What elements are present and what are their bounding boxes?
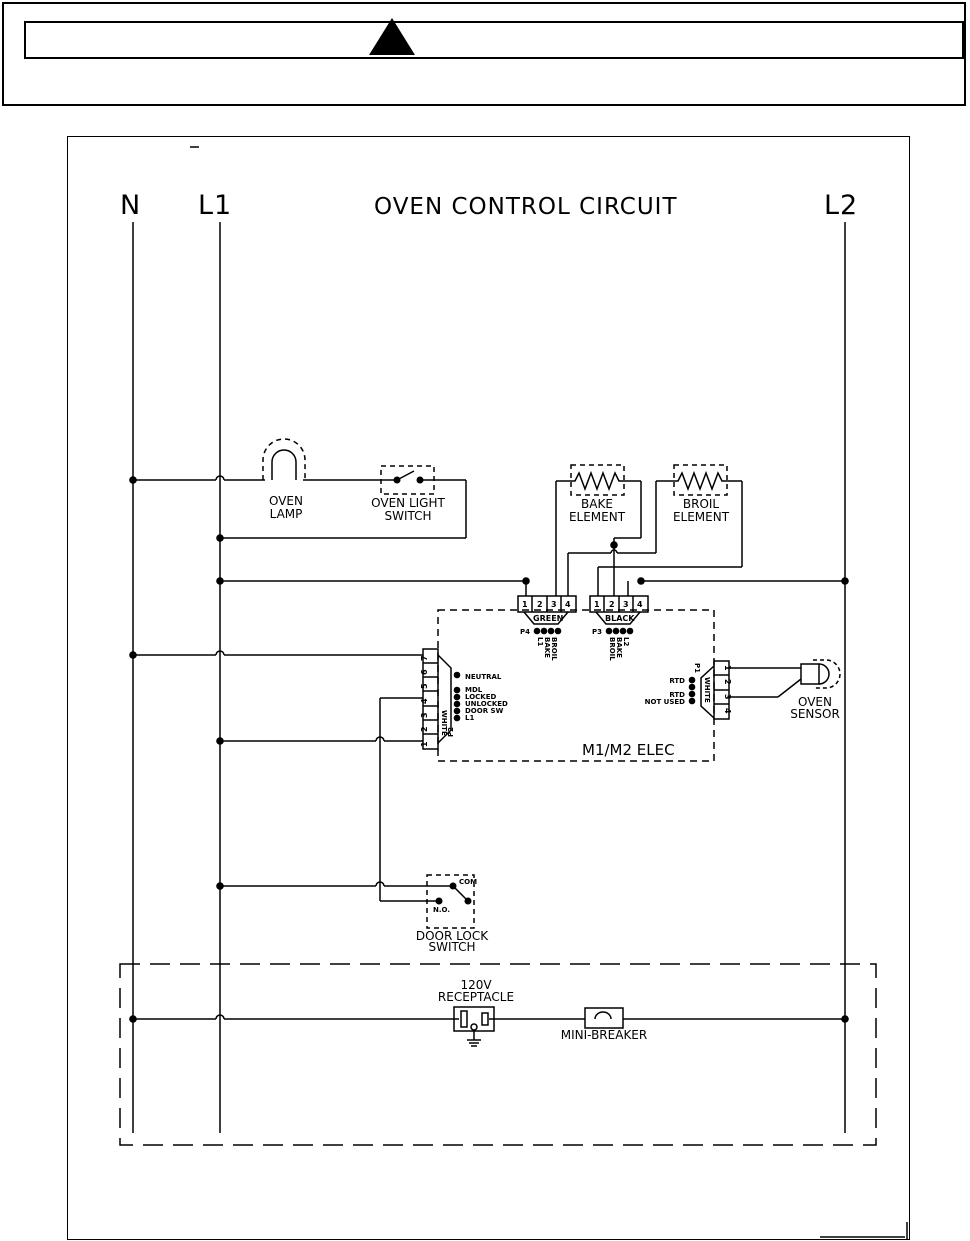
broil-element-label-2: ELEMENT xyxy=(673,510,730,524)
p2-label-l1: L1 xyxy=(465,714,474,722)
rail-label-n: N xyxy=(120,190,141,221)
p4-color-label: GREEN xyxy=(533,614,563,623)
oven-lamp-label-2: LAMP xyxy=(270,507,303,521)
p2-color-label: WHITE xyxy=(440,710,448,736)
p2-pin-7: 7 xyxy=(420,655,429,661)
p3-pin-4: 4 xyxy=(637,600,643,609)
p4-pin-3: 3 xyxy=(551,600,557,609)
control-board-label: M1/M2 ELEC xyxy=(582,741,675,759)
p3-label-l2: L2 xyxy=(622,637,630,646)
p1-id-label: P1 xyxy=(693,663,701,673)
p3-pin-3: 3 xyxy=(623,600,629,609)
door-lock-no-label: N.O. xyxy=(433,906,450,914)
door-lock-switch-label-1: DOOR LOCK xyxy=(416,929,489,943)
p2-label-neutral: NEUTRAL xyxy=(465,673,502,681)
p2-id-label: P2 xyxy=(447,727,455,737)
oven-sensor-label-2: SENSOR xyxy=(790,707,840,721)
p2-pin-4: 4 xyxy=(420,698,429,704)
mini-breaker-label: MINI-BREAKER xyxy=(561,1028,647,1042)
rail-label-l2: L2 xyxy=(824,190,858,221)
rail-label-l1: L1 xyxy=(198,190,232,221)
receptacle-label-2: RECEPTACLE xyxy=(438,990,514,1004)
p4-pin-1: 1 xyxy=(522,600,528,609)
broil-element-label-1: BROIL xyxy=(683,497,720,511)
p1-color-label: WHITE xyxy=(703,677,711,703)
door-lock-com-label: COM xyxy=(459,878,477,886)
diagram-title: OVEN CONTROL CIRCUIT xyxy=(374,194,678,220)
p2-label-unlocked: UNLOCKED xyxy=(465,700,508,708)
p4-pin-4: 4 xyxy=(565,600,571,609)
p1-label-rtd-1: RTD xyxy=(669,677,685,685)
p1-pin-3: 3 xyxy=(723,694,732,700)
p2-pin-6: 6 xyxy=(420,669,429,675)
bake-element-label-1: BAKE xyxy=(581,497,613,511)
p3-label-broil: BROIL xyxy=(608,637,616,661)
p1-label-not-used: NOT USED xyxy=(645,698,686,706)
receptacle-label-1: 120V xyxy=(460,978,492,992)
p1-pin-4: 4 xyxy=(723,708,732,714)
p4-label-broil: BROIL xyxy=(550,637,558,661)
p2-label-door-sw: DOOR SW xyxy=(465,707,504,715)
oven-light-switch-label-2: SWITCH xyxy=(384,509,431,523)
p4-label-bake: BAKE xyxy=(543,637,551,658)
warning-triangle-icon xyxy=(369,18,415,55)
p3-pin-1: 1 xyxy=(594,600,600,609)
p2-label-mdl: MDL xyxy=(465,686,483,694)
oven-light-switch-label-1: OVEN LIGHT xyxy=(371,496,445,510)
p1-pin-1: 1 xyxy=(723,665,732,671)
p2-pin-1: 1 xyxy=(420,741,429,747)
p2-pin-5: 5 xyxy=(420,683,429,689)
p2-pin-2: 2 xyxy=(420,726,429,732)
p2-pin-3: 3 xyxy=(420,712,429,718)
p4-pin-2: 2 xyxy=(537,600,543,609)
p2-label-locked: LOCKED xyxy=(465,693,497,701)
bake-element-label-2: ELEMENT xyxy=(569,510,626,524)
diagram-frame xyxy=(67,136,910,1240)
door-lock-switch-label-2: SWITCH xyxy=(428,940,475,954)
p1-pin-2: 2 xyxy=(723,679,732,685)
p3-label-bake: BAKE xyxy=(615,637,623,658)
p1-label-rtd-2: RTD xyxy=(669,691,685,699)
warning-box xyxy=(2,2,966,106)
warning-header-bar xyxy=(24,21,964,59)
p3-pin-2: 2 xyxy=(609,600,615,609)
p4-label-l1: L1 xyxy=(536,637,544,646)
p3-id-label: P3 xyxy=(592,628,602,636)
oven-sensor-label-1: OVEN xyxy=(798,695,832,709)
p3-color-label: BLACK xyxy=(605,614,635,623)
oven-lamp-label-1: OVEN xyxy=(269,494,303,508)
p4-id-label: P4 xyxy=(520,628,530,636)
